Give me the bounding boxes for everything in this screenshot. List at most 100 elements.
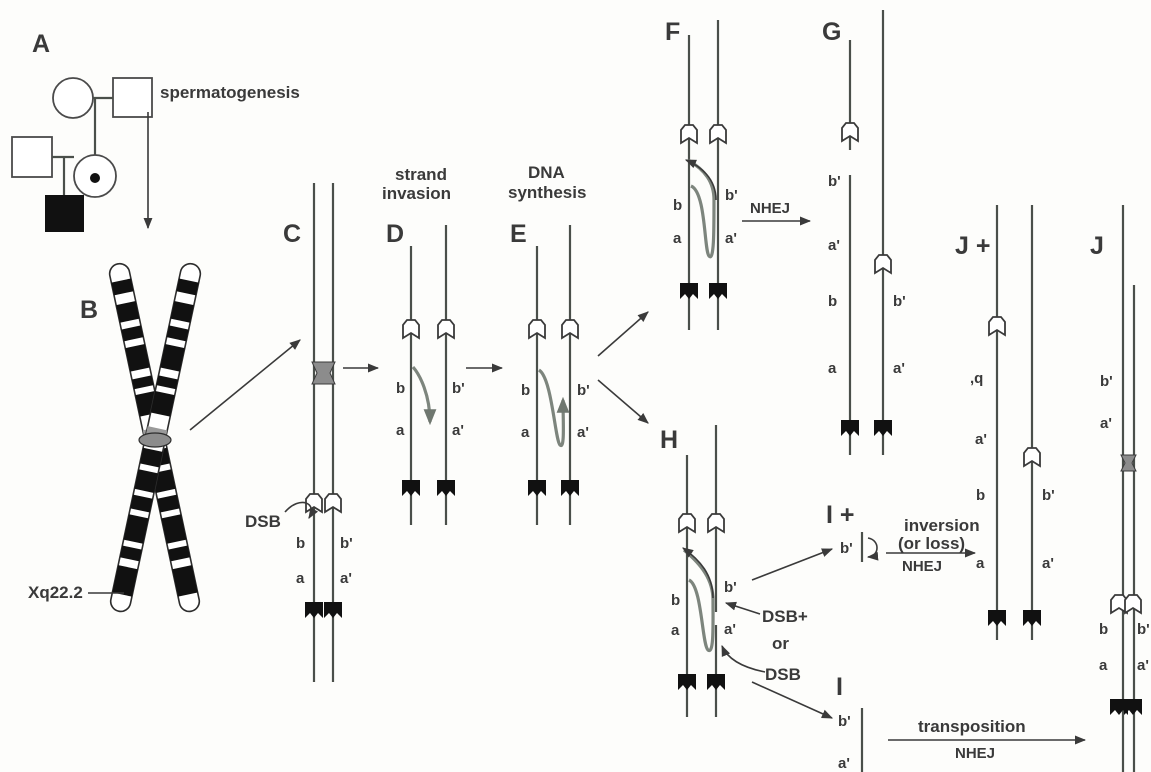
- marker-ap-e: a': [577, 424, 589, 441]
- marker-b-d: b: [396, 380, 405, 397]
- heading-synthesis: synthesis: [508, 183, 586, 202]
- marker-a-c: a: [296, 570, 305, 587]
- marker-b-jplus: b: [976, 487, 985, 504]
- panel-label-j-plus: J +: [955, 232, 990, 260]
- arrow-e-to-f: [598, 312, 648, 356]
- panel-label-a: A: [32, 30, 50, 58]
- marker-ap-c: a': [340, 570, 352, 587]
- marker-ap-i: a': [838, 755, 850, 772]
- heading-strand: strand: [395, 165, 447, 184]
- marker-a-g: a: [828, 360, 837, 377]
- panel-label-e: E: [510, 220, 527, 248]
- arrow-h-to-i: [752, 682, 832, 718]
- marker-b-e: b: [521, 382, 530, 399]
- marker-ap-d: a': [452, 422, 464, 439]
- panel-f: F b b' a a' NHEJ: [665, 18, 810, 330]
- marker-b-c: b: [296, 535, 305, 552]
- panel-b-chromosome: B: [28, 262, 300, 613]
- nhej-label-i: NHEJ: [955, 745, 995, 762]
- marker-ap-f: a': [725, 230, 737, 247]
- marker-a-j: a: [1099, 657, 1108, 674]
- centromere-c: [312, 362, 335, 384]
- marker-bp-h: b': [724, 579, 737, 596]
- heading-dna: DNA: [528, 163, 565, 182]
- marker-ap2-g: a': [893, 360, 905, 377]
- panel-c: C DSB b b' a a': [245, 183, 378, 682]
- synthesized-strand-f: [688, 160, 714, 257]
- grandfather-symbol: [113, 78, 152, 117]
- dsb-plus-label: DSB+: [762, 607, 808, 626]
- synthesized-strand-h: [684, 550, 713, 651]
- panel-label-c: C: [283, 220, 301, 248]
- marker-bp2-j: b': [1137, 621, 1150, 638]
- marker-ap-j: a': [1100, 415, 1112, 432]
- locus-label-xq22: Xq22.2: [28, 583, 83, 602]
- father-symbol: [12, 137, 52, 177]
- marker-b-f: b: [673, 197, 682, 214]
- marker-q-jplus: ,q: [970, 370, 983, 387]
- panel-e: DNA synthesis E b b' a a': [508, 163, 648, 525]
- panel-label-j: J: [1090, 232, 1104, 260]
- dsb-label: DSB: [245, 512, 281, 531]
- marker-a-e: a: [521, 424, 530, 441]
- heading-invasion: invasion: [382, 184, 451, 203]
- spermatogenesis-label: spermatogenesis: [160, 83, 300, 102]
- dsb-plus-arrow: [726, 603, 760, 614]
- marker-bp-i: b': [838, 713, 851, 730]
- marker-a-jplus: a: [976, 555, 985, 572]
- panel-label-h: H: [660, 426, 678, 454]
- synthesized-strand-e: [539, 370, 563, 446]
- or-loss-label: (or loss): [898, 534, 965, 553]
- nhej-label-iplus: NHEJ: [902, 558, 942, 575]
- marker-bp-iplus: b': [840, 540, 853, 557]
- or-label: or: [772, 634, 789, 653]
- panel-label-g: G: [822, 18, 841, 46]
- transposition-label: transposition: [918, 717, 1026, 736]
- dsb-arrow-h: [722, 646, 765, 672]
- centromere: [139, 433, 171, 447]
- panel-j: J b' a' b b' a a': [1090, 205, 1150, 772]
- dsb-label-h: DSB: [765, 665, 801, 684]
- strand-release-arrow-f: [686, 160, 716, 200]
- grandmother-symbol: [53, 78, 93, 118]
- arrow-h-to-iplus: [752, 549, 832, 580]
- marker-b-j: b: [1099, 621, 1108, 638]
- nhej-label-f: NHEJ: [750, 200, 790, 217]
- marker-bp-j: b': [1100, 373, 1113, 390]
- arrow-e-to-h: [598, 380, 648, 423]
- arrow-b-to-c: [190, 340, 300, 430]
- marker-b-g: b: [828, 293, 837, 310]
- inversion-curl: [868, 538, 877, 557]
- panel-i: I b' a' transposition NHEJ: [836, 673, 1085, 772]
- marker-bp-e: b': [577, 382, 590, 399]
- marker-bp-c: b': [340, 535, 353, 552]
- marker-bp2-g: b': [893, 293, 906, 310]
- panel-a-pedigree: A spermatogenesis: [12, 30, 300, 232]
- marker-bp-f: b': [725, 187, 738, 204]
- affected-son-symbol: [45, 195, 84, 232]
- invading-strand-d: [413, 367, 430, 422]
- marker-a-h: a: [671, 622, 680, 639]
- panel-j-plus: J + ,q a' b b' a a': [955, 205, 1055, 640]
- carrier-dot: [90, 173, 100, 183]
- marker-bp2-jplus: b': [1042, 487, 1055, 504]
- panel-label-f: F: [665, 18, 680, 46]
- marker-ap-g: a': [828, 237, 840, 254]
- panel-h: H b b' a a' DSB+ or DSB: [660, 425, 832, 718]
- marker-ap-h: a': [724, 621, 736, 638]
- panel-d: strand invasion D b b' a a': [382, 165, 502, 525]
- marker-ap2-j: a': [1137, 657, 1149, 674]
- panel-label-i: I: [836, 673, 843, 701]
- panel-label-i-plus: I +: [826, 501, 855, 529]
- marker-b-h: b: [671, 592, 680, 609]
- inversion-label: inversion: [904, 516, 980, 535]
- marker-bp-g: b': [828, 173, 841, 190]
- panel-label-b: B: [80, 296, 98, 324]
- marker-bp-d: b': [452, 380, 465, 397]
- panel-i-plus: I + b' inversion (or loss) NHEJ: [826, 501, 980, 575]
- panel-label-d: D: [386, 220, 404, 248]
- marker-a-f: a: [673, 230, 682, 247]
- marker-ap2-jplus: a': [1042, 555, 1054, 572]
